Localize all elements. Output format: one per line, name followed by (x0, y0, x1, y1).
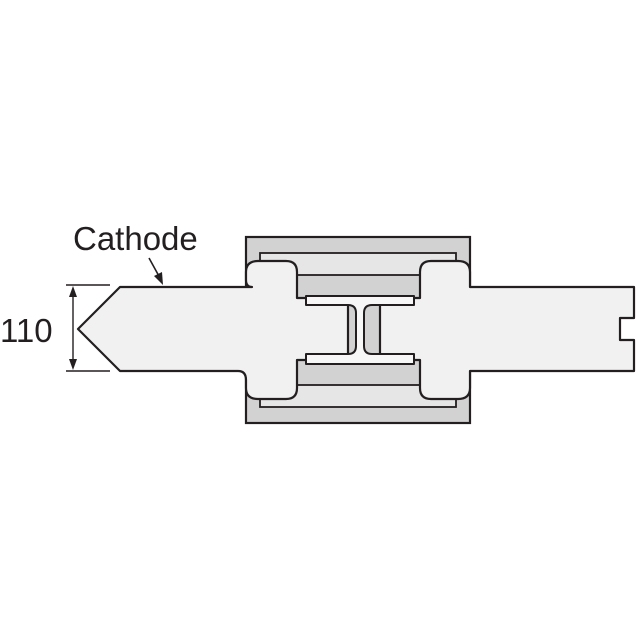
cathode-label: Cathode (73, 220, 198, 257)
dimension-label: 110 (0, 312, 53, 349)
center-i-beam (305, 295, 415, 365)
dimension-arrow-top (69, 286, 77, 297)
dimension-arrow-bottom (69, 359, 77, 370)
cathode-leader-arrowhead (154, 272, 163, 285)
anode-lead-frame (378, 259, 636, 401)
